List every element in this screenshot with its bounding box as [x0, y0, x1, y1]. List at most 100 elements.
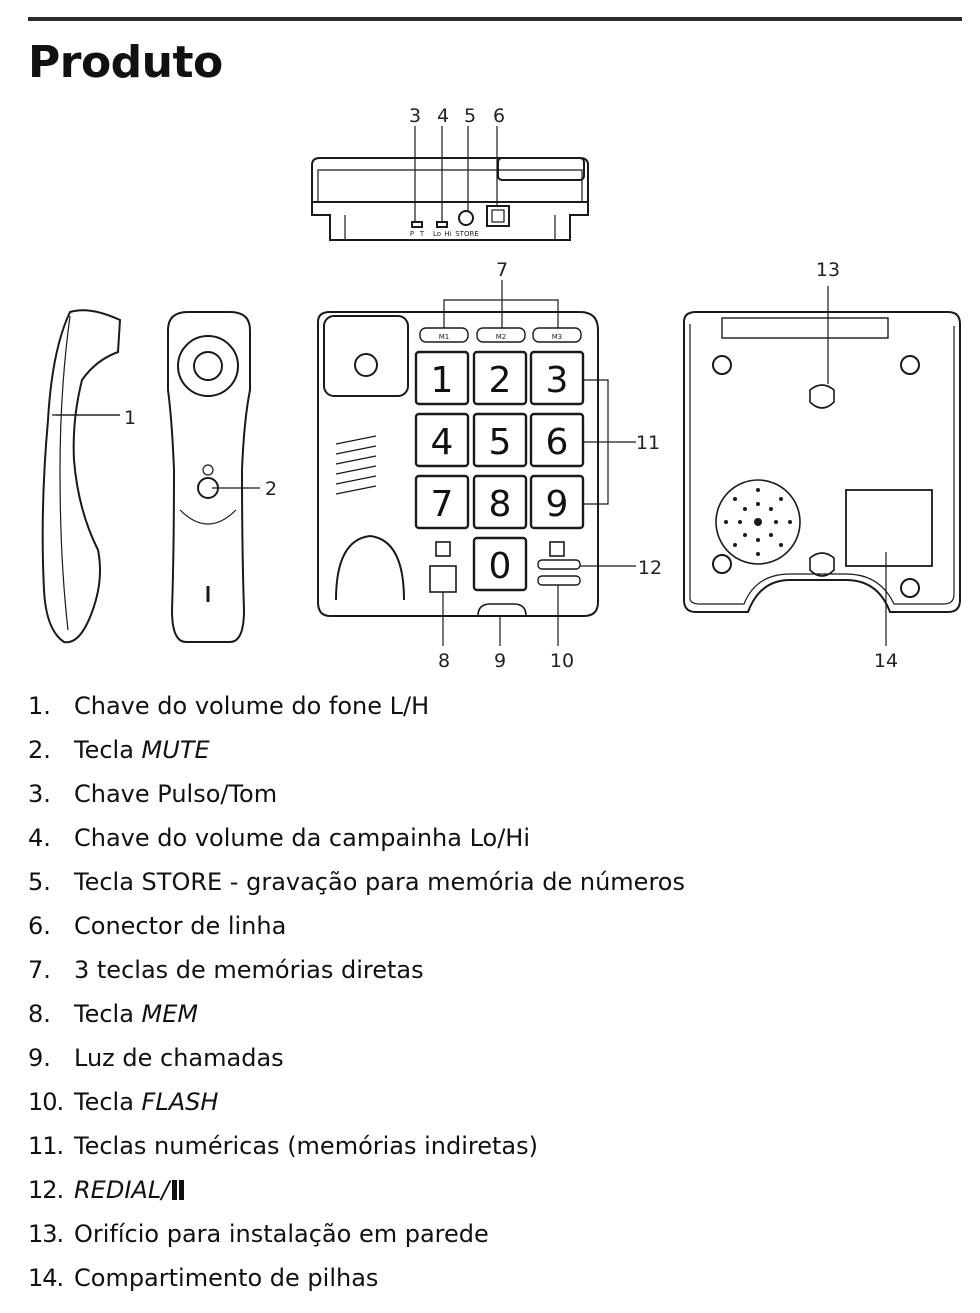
callout-5: 5 [464, 105, 476, 127]
rear-label-p: P [410, 230, 414, 238]
item-italic: MUTE [141, 736, 210, 764]
item-number: 8. [28, 1000, 51, 1028]
key-4[interactable]: 4 [431, 422, 454, 463]
memory-key-m2[interactable] [476, 327, 526, 343]
item-number: 10. [28, 1088, 64, 1116]
list-item: 1. Chave do volume do fone L/H [28, 686, 685, 730]
callout-4: 4 [437, 105, 449, 127]
item-number: 11. [28, 1132, 64, 1160]
item-text: Chave do volume da campainha Lo/Hi [74, 824, 531, 852]
list-item: 12. REDIAL/ [28, 1170, 685, 1214]
mem-key[interactable] [429, 565, 457, 593]
redial-key[interactable] [537, 559, 581, 570]
item-text: Chave Pulso/Tom [74, 780, 278, 808]
callout-9: 9 [494, 650, 506, 672]
item-italic: REDIAL/ [74, 1176, 170, 1204]
list-item: 14. Compartimento de pilhas [28, 1258, 685, 1302]
key-6[interactable]: 6 [546, 422, 569, 463]
line-jack [486, 205, 510, 227]
top-rule [28, 17, 962, 21]
list-item: 4. Chave do volume da campainha Lo/Hi [28, 818, 685, 862]
item-text: Tecla [74, 1000, 142, 1028]
wall-mount-hole [809, 384, 835, 409]
item-number: 5. [28, 868, 51, 896]
list-item: 7. 3 teclas de memórias diretas [28, 950, 685, 994]
item-number: 7. [28, 956, 51, 984]
item-text: Tecla STORE - gravação para memória de n… [74, 868, 685, 896]
list-item: 11. Teclas numéricas (memórias indiretas) [28, 1126, 685, 1170]
memory-label-m1: M1 [439, 333, 450, 341]
pulse-tone-switch[interactable] [411, 221, 423, 228]
key-8[interactable]: 8 [489, 484, 512, 525]
rear-label-t: T [419, 230, 425, 238]
ringer-volume-switch[interactable] [436, 221, 448, 228]
key-1[interactable]: 1 [431, 360, 454, 401]
list-item: 8. Tecla MEM [28, 994, 685, 1038]
list-item: 9. Luz de chamadas [28, 1038, 685, 1082]
item-text: Teclas numéricas (memórias indiretas) [74, 1132, 539, 1160]
handset-front-view [167, 311, 251, 643]
battery-compartment [845, 489, 933, 567]
memory-label-m3: M3 [552, 333, 563, 341]
item-text: Conector de linha [74, 912, 287, 940]
item-text: Compartimento de pilhas [74, 1264, 379, 1292]
item-number: 14. [28, 1264, 64, 1292]
list-item: 3. Chave Pulso/Tom [28, 774, 685, 818]
list-item: 2. Tecla MUTE [28, 730, 685, 774]
parts-list: 1. Chave do volume do fone L/H 2. Tecla MU… [28, 686, 685, 1302]
list-item: 6. Conector de linha [28, 906, 685, 950]
key-0[interactable]: 0 [489, 546, 512, 587]
key-9[interactable]: 9 [546, 484, 569, 525]
product-diagram: 1 2 3 4 5 6 7 8 9 0 M1 M2 M3 P T Lo Hi S… [41, 105, 961, 672]
callout-6: 6 [493, 105, 505, 127]
rear-view [311, 126, 589, 241]
phone-base-bottom [683, 286, 961, 646]
item-text: Tecla [74, 736, 142, 764]
item-italic: FLASH [141, 1088, 219, 1116]
item-number: 9. [28, 1044, 51, 1072]
rear-label-store: STORE [455, 230, 479, 238]
callout-12: 12 [638, 557, 662, 579]
pause-icon [171, 1180, 185, 1200]
item-text: Luz de chamadas [74, 1044, 284, 1072]
key-7[interactable]: 7 [431, 484, 454, 525]
page-title: Produto [28, 37, 223, 88]
speaker-grille [724, 488, 792, 556]
callout-8: 8 [438, 650, 450, 672]
callout-10: 10 [550, 650, 574, 672]
callout-7: 7 [496, 259, 508, 281]
item-italic: MEM [141, 1000, 199, 1028]
rear-label-lo: Lo [433, 230, 441, 238]
rear-label-hi: Hi [444, 230, 451, 238]
key-3[interactable]: 3 [546, 360, 569, 401]
item-text: Chave do volume do fone L/H [74, 692, 430, 720]
callout-14: 14 [874, 650, 898, 672]
list-item: 10. Tecla FLASH [28, 1082, 685, 1126]
item-number: 6. [28, 912, 51, 940]
phone-base-front [317, 280, 636, 646]
key-5[interactable]: 5 [489, 422, 512, 463]
memory-key-m3[interactable] [532, 327, 582, 343]
callout-11: 11 [636, 432, 660, 454]
item-number: 1. [28, 692, 51, 720]
callout-3: 3 [409, 105, 421, 127]
key-2[interactable]: 2 [489, 360, 512, 401]
item-number: 3. [28, 780, 51, 808]
flash-key[interactable] [537, 575, 581, 586]
item-number: 13. [28, 1220, 64, 1248]
item-number: 4. [28, 824, 51, 852]
callout-1: 1 [124, 407, 136, 429]
item-text: Orifício para instalação em parede [74, 1220, 489, 1248]
list-item: 5. Tecla STORE - gravação para memória de… [28, 862, 685, 906]
call-light [477, 603, 527, 617]
list-item: 13. Orifício para instalação em parede [28, 1214, 685, 1258]
callout-13: 13 [816, 259, 840, 281]
memory-label-m2: M2 [496, 333, 507, 341]
item-text: Tecla [74, 1088, 142, 1116]
item-number: 12. [28, 1176, 64, 1204]
callout-2: 2 [265, 478, 277, 500]
item-number: 2. [28, 736, 51, 764]
store-button[interactable] [458, 210, 474, 226]
item-text: 3 teclas de memórias diretas [74, 956, 424, 984]
handset-side-view [41, 309, 122, 644]
